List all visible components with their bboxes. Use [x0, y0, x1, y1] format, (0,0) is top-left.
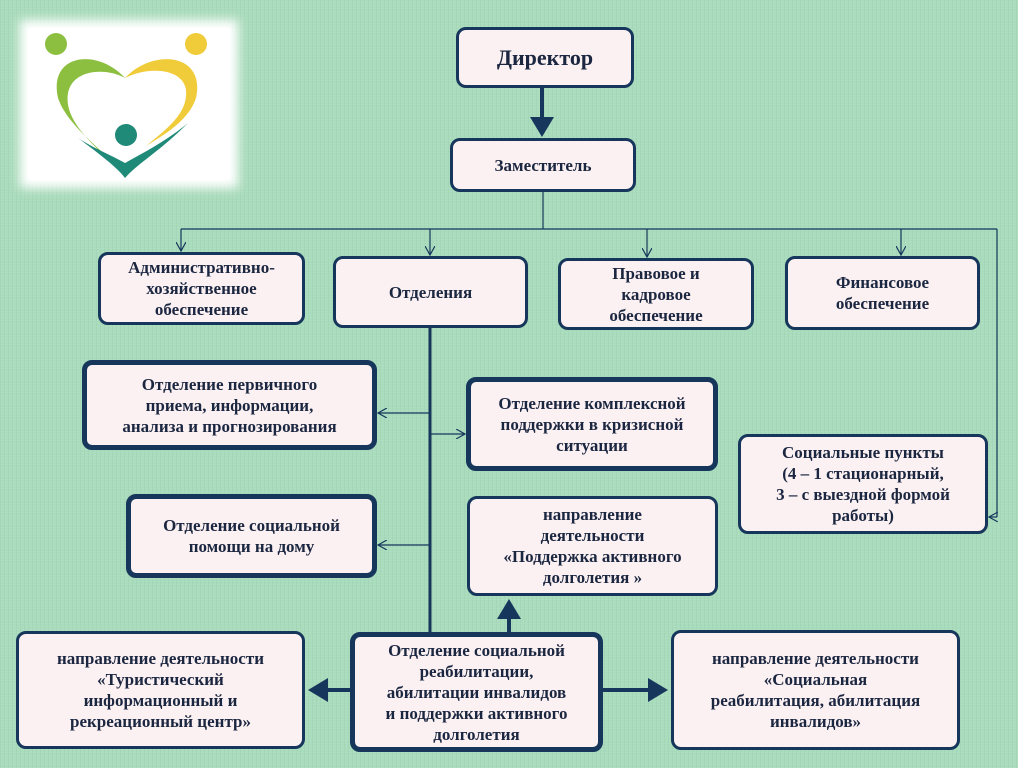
admin-box: Административно- хозяйственное обеспечен…	[98, 252, 305, 325]
deputy-box: Заместитель	[450, 138, 636, 192]
primary-dept-box: Отделение первичного приема, информации,…	[82, 360, 377, 450]
home-help-dept-box: Отделение социальной помощи на дому	[126, 494, 377, 578]
social-rehab-direction-box: направление деятельности «Социальная реа…	[671, 630, 960, 750]
legal-box: Правовое и кадровое обеспечение	[558, 258, 754, 330]
heart-family-logo-icon	[45, 33, 207, 178]
director-box: Директор	[456, 27, 634, 88]
finance-box: Финансовое обеспечение	[785, 256, 980, 330]
tourist-direction-box: направление деятельности «Туристический …	[16, 631, 305, 749]
logo	[28, 28, 230, 180]
departments-box: Отделения	[333, 256, 528, 328]
longevity-direction-box: направление деятельности «Поддержка акти…	[467, 496, 718, 596]
social-points-box: Социальные пункты (4 – 1 стационарный, 3…	[738, 434, 988, 534]
rehab-dept-box: Отделение социальной реабилитации, абили…	[350, 632, 603, 752]
crisis-dept-box: Отделение комплексной поддержки в кризис…	[466, 377, 718, 471]
